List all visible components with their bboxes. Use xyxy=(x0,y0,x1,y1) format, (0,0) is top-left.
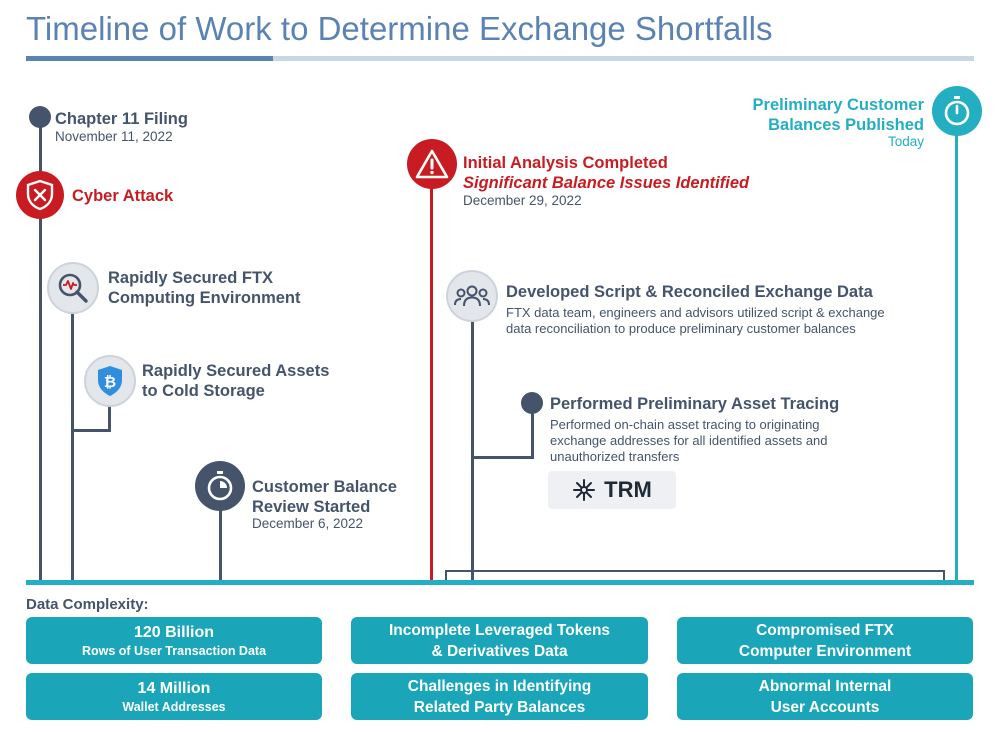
secured-assets-title: Rapidly Secured Assets to Cold Storage xyxy=(142,362,330,400)
timeline-line-published xyxy=(955,120,958,582)
bracket-right xyxy=(943,570,945,582)
team-icon xyxy=(454,285,490,307)
asterisk-network-icon xyxy=(573,479,596,501)
title-underline-accent xyxy=(26,56,273,61)
published-marker xyxy=(932,86,982,136)
secured-assets-marker: ₿ xyxy=(84,355,136,407)
balance-review-marker xyxy=(195,461,245,511)
timeline-line-balance-review xyxy=(219,505,222,582)
initial-analysis-date: December 29, 2022 xyxy=(463,193,582,208)
bitcoin-shield-icon: ₿ xyxy=(98,366,122,396)
complexity-box-transactions: 120 Billion Rows of User Transaction Dat… xyxy=(26,617,322,664)
page-title: Timeline of Work to Determine Exchange S… xyxy=(26,10,773,47)
complexity-box-leveraged-tokens: Incomplete Leveraged Tokens & Derivative… xyxy=(351,617,648,664)
trm-logo: TRM xyxy=(548,471,676,509)
title-underline xyxy=(26,56,974,61)
asset-tracing-marker xyxy=(521,392,543,414)
timeline-line-chapter11 xyxy=(39,118,42,582)
connector-assets-horizontal xyxy=(71,429,111,432)
balance-review-date: December 6, 2022 xyxy=(252,516,364,531)
bracket-left xyxy=(445,570,447,582)
complexity-box-internal-accounts: Abnormal Internal User Accounts xyxy=(677,673,973,720)
connector-assets-vertical xyxy=(108,400,111,431)
magnifier-pulse-icon xyxy=(58,273,88,303)
timeline-baseline xyxy=(26,580,974,585)
complexity-box-computer-environment: Compromised FTX Computer Environment xyxy=(677,617,973,664)
asset-tracing-description: Performed on-chain asset tracing to orig… xyxy=(550,417,828,464)
cyber-attack-marker xyxy=(16,171,64,219)
secured-computing-title: Rapidly Secured FTX Computing Environmen… xyxy=(108,269,301,307)
initial-analysis-title: Initial Analysis Completed xyxy=(463,154,668,172)
stopwatch-icon xyxy=(944,96,970,126)
stopwatch-icon xyxy=(207,471,233,501)
timeline-line-secured xyxy=(71,300,74,582)
balance-review-title: Customer Balance Review Started xyxy=(252,478,397,516)
shield-x-icon xyxy=(26,179,54,211)
timeline-line-developed-script xyxy=(471,315,474,582)
data-complexity-label: Data Complexity: xyxy=(26,596,149,613)
initial-analysis-subtitle: Significant Balance Issues Identified xyxy=(463,174,750,192)
chapter11-title: Chapter 11 Filing xyxy=(55,110,188,128)
chapter11-marker xyxy=(29,106,51,128)
bracket-top xyxy=(445,570,945,572)
initial-analysis-marker xyxy=(407,139,457,189)
developed-script-marker xyxy=(446,270,498,322)
svg-text:₿: ₿ xyxy=(104,374,116,391)
secured-computing-marker xyxy=(47,262,99,314)
cyber-attack-title: Cyber Attack xyxy=(72,187,174,205)
complexity-box-wallets: 14 Million Wallet Addresses xyxy=(26,673,322,720)
chapter11-date: November 11, 2022 xyxy=(55,129,173,144)
connector-tracing-horizontal xyxy=(471,456,534,459)
published-date: Today xyxy=(887,134,924,149)
timeline-line-initial-analysis xyxy=(430,180,433,582)
complexity-box-related-party: Challenges in Identifying Related Party … xyxy=(351,673,648,720)
published-title: Preliminary Customer Balances Published xyxy=(752,96,924,134)
developed-script-title: Developed Script & Reconciled Exchange D… xyxy=(506,283,873,301)
warning-icon xyxy=(415,149,449,179)
developed-script-description: FTX data team, engineers and advisors ut… xyxy=(506,305,885,336)
asset-tracing-title: Performed Preliminary Asset Tracing xyxy=(550,395,840,413)
connector-tracing-vertical xyxy=(531,410,534,458)
